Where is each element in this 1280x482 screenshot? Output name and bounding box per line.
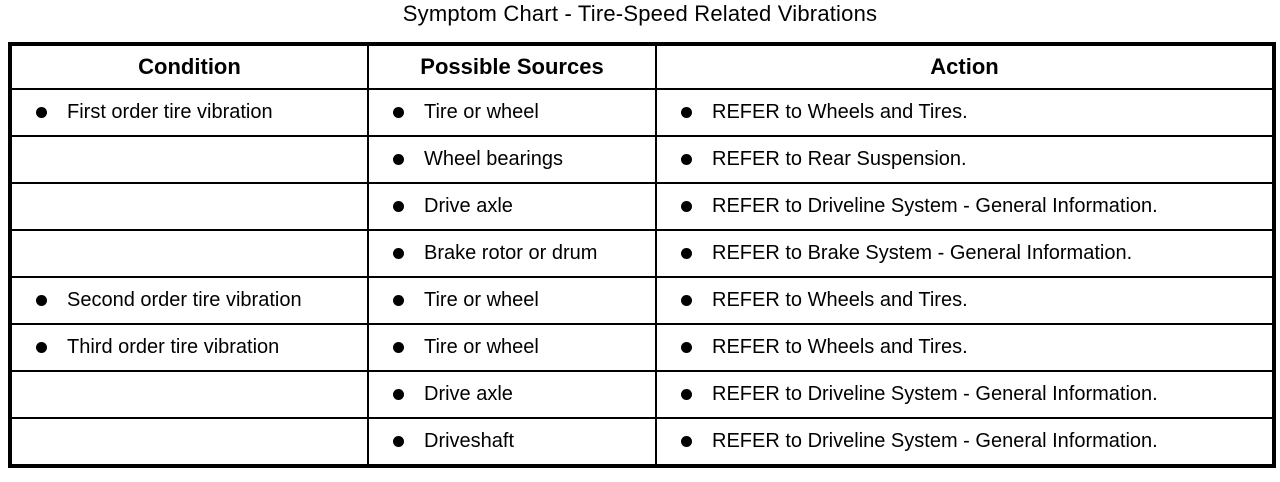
action-cell: REFER to Wheels and Tires. bbox=[655, 323, 1275, 372]
symptom-table-header: Condition Possible Sources Action bbox=[9, 43, 1275, 90]
source-text: Wheel bearings bbox=[424, 148, 563, 170]
bullet-icon bbox=[36, 107, 47, 118]
bullet-icon bbox=[681, 295, 692, 306]
source-cell: Tire or wheel bbox=[367, 323, 657, 372]
source-cell: Tire or wheel bbox=[367, 276, 657, 325]
table-row: Drive axle REFER to Driveline System - Ge… bbox=[9, 370, 1275, 419]
bullet-icon bbox=[393, 248, 404, 259]
bullet-icon bbox=[393, 389, 404, 400]
action-text: REFER to Brake System - General Informat… bbox=[712, 242, 1133, 264]
condition-cell: First order tire vibration bbox=[9, 88, 369, 137]
bullet-icon bbox=[393, 436, 404, 447]
source-text: Tire or wheel bbox=[424, 101, 539, 123]
bullet-icon bbox=[393, 154, 404, 165]
condition-cell bbox=[9, 182, 369, 231]
source-text: Tire or wheel bbox=[424, 289, 539, 311]
symptom-table: Condition Possible Sources Action First … bbox=[8, 42, 1276, 468]
action-cell: REFER to Driveline System - General Info… bbox=[655, 370, 1275, 419]
source-cell: Drive axle bbox=[367, 370, 657, 419]
condition-cell bbox=[9, 417, 369, 467]
bullet-icon bbox=[681, 248, 692, 259]
bullet-icon bbox=[36, 342, 47, 353]
source-cell: Drive axle bbox=[367, 182, 657, 231]
action-cell: REFER to Wheels and Tires. bbox=[655, 276, 1275, 325]
table-row: Brake rotor or drum REFER to Brake System… bbox=[9, 229, 1275, 278]
header-row: Condition Possible Sources Action bbox=[9, 43, 1275, 90]
table-row: Wheel bearings REFER to Rear Suspension. bbox=[9, 135, 1275, 184]
action-cell: REFER to Driveline System - General Info… bbox=[655, 182, 1275, 231]
source-text: Driveshaft bbox=[424, 430, 515, 452]
bullet-icon bbox=[393, 107, 404, 118]
action-text: REFER to Driveline System - General Info… bbox=[712, 383, 1158, 405]
action-text: REFER to Wheels and Tires. bbox=[712, 336, 968, 358]
table-row: First order tire vibration Tire or wheel R… bbox=[9, 88, 1275, 137]
header-possible-sources: Possible Sources bbox=[367, 43, 657, 90]
source-text: Tire or wheel bbox=[424, 336, 539, 358]
action-text: REFER to Wheels and Tires. bbox=[712, 101, 968, 123]
condition-text: Second order tire vibration bbox=[67, 289, 302, 311]
condition-cell bbox=[9, 135, 369, 184]
condition-text: First order tire vibration bbox=[67, 101, 273, 123]
action-cell: REFER to Driveline System - General Info… bbox=[655, 417, 1275, 467]
bullet-icon bbox=[681, 201, 692, 212]
source-cell: Wheel bearings bbox=[367, 135, 657, 184]
header-action: Action bbox=[655, 43, 1275, 90]
source-text: Brake rotor or drum bbox=[424, 242, 598, 264]
table-row: Drive axle REFER to Driveline System - Ge… bbox=[9, 182, 1275, 231]
condition-cell bbox=[9, 229, 369, 278]
source-cell: Brake rotor or drum bbox=[367, 229, 657, 278]
bullet-icon bbox=[681, 436, 692, 447]
source-cell: Tire or wheel bbox=[367, 88, 657, 137]
action-text: REFER to Wheels and Tires. bbox=[712, 289, 968, 311]
table-row: Driveshaft REFER to Driveline System - Ge… bbox=[9, 417, 1275, 467]
bullet-icon bbox=[681, 342, 692, 353]
action-text: REFER to Rear Suspension. bbox=[712, 148, 967, 170]
action-cell: REFER to Wheels and Tires. bbox=[655, 88, 1275, 137]
source-text: Drive axle bbox=[424, 383, 513, 405]
action-cell: REFER to Rear Suspension. bbox=[655, 135, 1275, 184]
chart-title: Symptom Chart - Tire-Speed Related Vibra… bbox=[402, 1, 878, 26]
table-row: Third order tire vibration Tire or wheel R… bbox=[9, 323, 1275, 372]
condition-cell bbox=[9, 370, 369, 419]
source-text: Drive axle bbox=[424, 195, 513, 217]
action-text: REFER to Driveline System - General Info… bbox=[712, 195, 1158, 217]
bullet-icon bbox=[681, 107, 692, 118]
action-cell: REFER to Brake System - General Informat… bbox=[655, 229, 1275, 278]
source-cell: Driveshaft bbox=[367, 417, 657, 467]
condition-cell: Third order tire vibration bbox=[9, 323, 369, 372]
bullet-icon bbox=[393, 295, 404, 306]
bullet-icon bbox=[393, 201, 404, 212]
bullet-icon bbox=[681, 154, 692, 165]
condition-cell: Second order tire vibration bbox=[9, 276, 369, 325]
bullet-icon bbox=[36, 295, 47, 306]
header-condition: Condition bbox=[9, 43, 369, 90]
action-text: REFER to Driveline System - General Info… bbox=[712, 430, 1158, 452]
bullet-icon bbox=[393, 342, 404, 353]
condition-text: Third order tire vibration bbox=[67, 336, 280, 358]
bullet-icon bbox=[681, 389, 692, 400]
table-row: Second order tire vibration Tire or wheel… bbox=[9, 276, 1275, 325]
